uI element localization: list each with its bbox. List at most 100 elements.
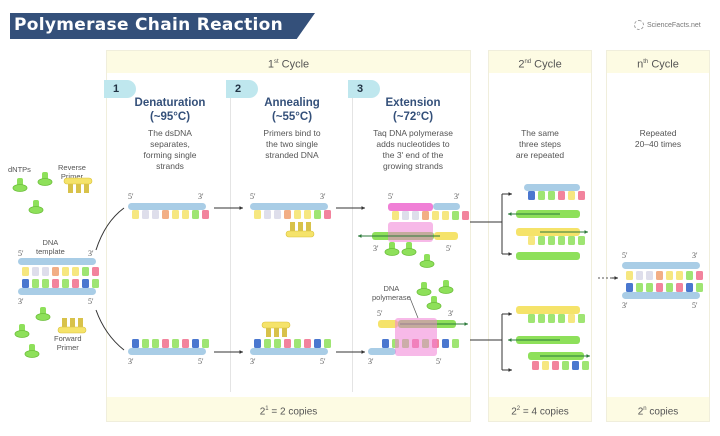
nucleotide-base (626, 283, 633, 292)
dntp-icon (424, 254, 430, 262)
template-base (82, 267, 89, 276)
nucleotide-base (562, 361, 569, 370)
nucleotide-base (402, 211, 409, 220)
nucleotide-base (314, 210, 321, 219)
step-divider (352, 80, 353, 392)
nucleotide-base (548, 191, 555, 200)
dntp-icon (421, 282, 427, 290)
cycle-2-header: 2nd Cycle (489, 51, 591, 73)
step-divider (230, 80, 231, 392)
primer-base (68, 184, 73, 193)
nucleotide-base (422, 211, 429, 220)
nucleotide-base (304, 210, 311, 219)
arrow-head (586, 354, 590, 358)
cycle-1-header: 1st Cycle (107, 51, 470, 73)
step-3-title: Extension(~72°C) (385, 97, 441, 123)
primer-icon (285, 230, 315, 238)
dntp-icon (12, 184, 28, 192)
nucleotide-base (568, 314, 575, 323)
arrow-head (508, 212, 512, 216)
step-1-title: Denaturation(~95°C) (134, 97, 206, 123)
five-prime-label: 5' (128, 192, 134, 201)
nucleotide-base (676, 271, 683, 280)
arrow-head (239, 206, 243, 210)
five-prime-label: 5' (250, 192, 256, 201)
nucleotide-base (528, 236, 535, 245)
nucleotide-base (686, 271, 693, 280)
nucleotide-base (294, 210, 301, 219)
nucleotide-base (324, 210, 331, 219)
nucleotide-base (636, 271, 643, 280)
nucleotide-base (626, 271, 633, 280)
nucleotide-base (324, 339, 331, 348)
nucleotide-base (442, 211, 449, 220)
split-arrow-top (95, 207, 125, 251)
dntp-icon (406, 242, 412, 250)
pointer-line (409, 297, 419, 319)
title-banner (10, 13, 315, 39)
nucleotide-base (132, 339, 139, 348)
template-base (52, 267, 59, 276)
nucleotide-base (202, 339, 209, 348)
arrow-head (508, 312, 512, 316)
primer-base (70, 318, 75, 327)
dntps-label: dNTPs (8, 165, 31, 174)
three-prime-label: 3' (128, 357, 134, 366)
nucleotide-base (538, 314, 545, 323)
nucleotide-base (578, 236, 585, 245)
five-prime-label: 5' (692, 301, 698, 310)
nucleotide-base (172, 210, 179, 219)
cycle-n-header: nth Cycle (607, 51, 709, 73)
nucleotide-base (558, 191, 565, 200)
arrow-head (464, 322, 468, 326)
dntp-icon (29, 344, 35, 352)
dntp-icon (28, 206, 44, 214)
arrow-head (508, 368, 512, 372)
nucleotide-base (666, 283, 673, 292)
dna-backbone (250, 348, 328, 355)
arrow-head (361, 350, 365, 354)
primer-icon (57, 326, 87, 334)
template-base (72, 267, 79, 276)
dntp-icon (14, 330, 30, 338)
dna-polymerase (395, 318, 437, 356)
nucleotide-base (142, 339, 149, 348)
dna-backbone (128, 203, 206, 210)
nucleotide-base (254, 339, 261, 348)
nucleotide-base (552, 361, 559, 370)
cycle-1-copies: 21 = 2 copies (107, 397, 470, 421)
nucleotide-base (192, 339, 199, 348)
five-prime-label: 5' (18, 249, 24, 258)
cycle-n-copies: 2n copies (607, 397, 709, 421)
new-strand (516, 252, 580, 260)
nucleotide-base (452, 211, 459, 220)
template-base (82, 279, 89, 288)
primer-icon (63, 177, 93, 185)
arrow-head (584, 230, 588, 234)
three-prime-label: 3' (448, 309, 454, 318)
nucleotide-base (582, 361, 589, 370)
nucleotide-base (452, 339, 459, 348)
dna-backbone (18, 288, 96, 295)
five-prime-label: 5' (377, 309, 383, 318)
nucleotide-base (192, 210, 199, 219)
template-base (72, 279, 79, 288)
nucleotide-base (636, 283, 643, 292)
nucleotide-base (274, 210, 281, 219)
dna-polymerase (388, 222, 433, 242)
primer-base (306, 222, 311, 231)
logo-icon (634, 20, 644, 30)
dna-backbone (368, 348, 396, 355)
dntp-icon (401, 248, 417, 256)
dntp-icon (419, 260, 435, 268)
template-base (62, 267, 69, 276)
nucleotide-base (382, 339, 389, 348)
nucleotide-base (646, 283, 653, 292)
dntp-icon (24, 350, 40, 358)
primer-base (84, 184, 89, 193)
